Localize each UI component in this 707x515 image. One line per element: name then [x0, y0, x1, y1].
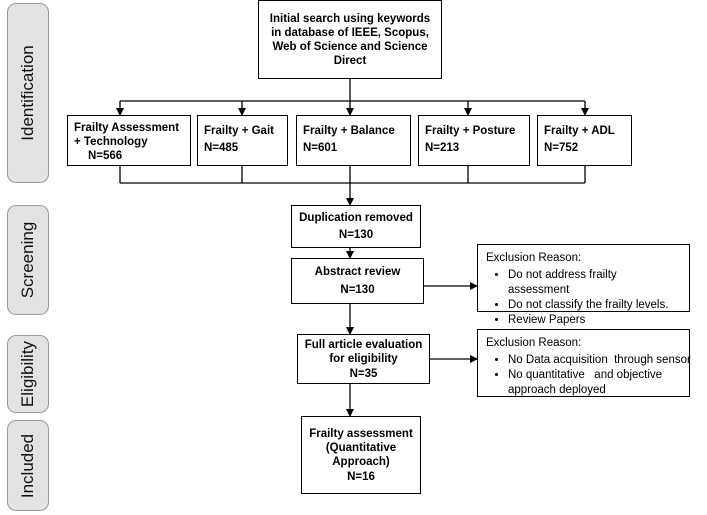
source-box-gait: Frailty + Gait N=485 [197, 115, 288, 166]
abstract-review-box: Abstract review N=130 [291, 258, 424, 304]
phase-label-included: Included [7, 420, 49, 511]
full-article-evaluation-box: Full article evaluation for eligibility … [297, 334, 430, 384]
duplication-removed-box: Duplication removed N=130 [291, 205, 421, 248]
source-count: N=566 [88, 150, 123, 162]
source-box-adl: Frailty + ADL N=752 [537, 115, 632, 166]
included-box: Frailty assessment (Quantitative Approac… [301, 416, 421, 494]
full-article-title: Full article evaluation for eligibility [304, 338, 423, 365]
source-title: Frailty + Balance [303, 125, 395, 137]
phase-label-identification: Identification [7, 3, 49, 183]
exclusion-item: Do not address frailty assessment [508, 268, 681, 298]
source-box-posture: Frailty + Posture N=213 [418, 115, 530, 166]
exclusion-screening-box: Exclusion Reason: Do not address frailty… [477, 244, 690, 326]
exclusion-list: Do not address frailty assessment Do not… [486, 268, 681, 328]
source-title: Frailty + Posture [425, 125, 516, 137]
source-count: N=485 [204, 142, 239, 154]
included-count: N=16 [347, 470, 375, 483]
exclusion-item: No quantitative and objective approach d… [508, 368, 681, 398]
source-title: Frailty + ADL [544, 125, 615, 137]
exclusion-item: Do not classify the frailty levels. [508, 298, 681, 313]
included-title: Frailty assessment (Quantitative Approac… [309, 427, 413, 468]
exclusion-item: Review Papers [508, 313, 681, 328]
phase-label-screening: Screening [7, 205, 49, 315]
duplication-title: Duplication removed [299, 212, 413, 224]
source-count: N=752 [544, 142, 579, 154]
initial-search-box: Initial search using keywords in databas… [258, 0, 442, 79]
exclusion-title: Exclusion Reason: [486, 252, 582, 264]
source-box-assessment-technology: Frailty Assessment + Technology N=566 [67, 115, 191, 166]
duplication-count: N=130 [338, 229, 374, 241]
exclusion-item: No Data acquisition through sensor [508, 353, 691, 368]
exclusion-list: No Data acquisition through sensor No qu… [486, 353, 691, 398]
source-title: Frailty + Gait [204, 125, 274, 137]
source-title: Frailty Assessment + Technology [74, 122, 180, 148]
exclusion-title: Exclusion Reason: [486, 337, 582, 349]
source-count: N=213 [425, 142, 460, 154]
initial-search-text: Initial search using keywords in databas… [269, 12, 431, 67]
source-count: N=601 [303, 142, 338, 154]
abstract-title: Abstract review [314, 266, 401, 278]
source-box-balance: Frailty + Balance N=601 [296, 115, 411, 166]
phase-label-eligibility: Eligibility [7, 335, 49, 413]
exclusion-eligibility-box: Exclusion Reason: No Data acquisition th… [477, 329, 691, 398]
abstract-count: N=130 [340, 284, 375, 296]
full-article-count: N=35 [349, 367, 378, 380]
